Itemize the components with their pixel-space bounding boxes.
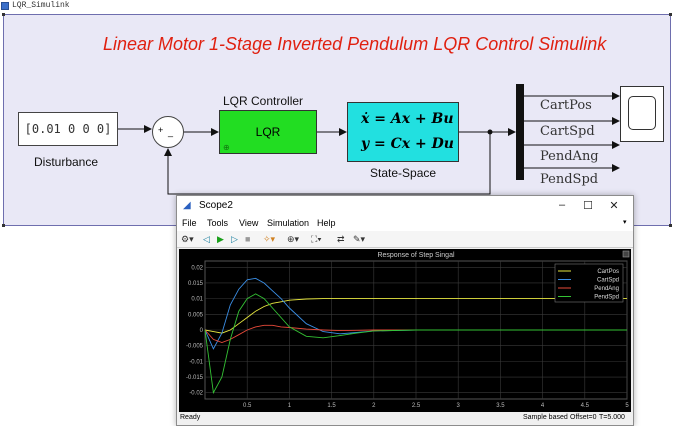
maximize-button[interactable]: ☐ bbox=[583, 200, 593, 212]
x-tick-label: 4.5 bbox=[581, 403, 590, 409]
legend-entry: PendSpd bbox=[594, 295, 619, 301]
y-tick-label: 0.01 bbox=[191, 297, 203, 303]
highlight-icon[interactable]: ✧▾ bbox=[263, 234, 276, 244]
scope-title-bar[interactable]: ◢ Scope2 – ☐ ✕ bbox=[177, 196, 633, 216]
response-chart: Response of Step Singal 0.5 1 1.5 2 2.5 3 3.5 4 4… bbox=[186, 250, 630, 409]
status-time: T=5.000 bbox=[599, 414, 625, 421]
scope-block[interactable] bbox=[620, 86, 664, 142]
menu-help[interactable]: Help bbox=[317, 218, 336, 228]
simulink-logo-icon bbox=[1, 2, 9, 10]
legend-entry: CartPos bbox=[597, 269, 619, 275]
link-icon: ⊕ bbox=[223, 143, 230, 152]
y-tick-label: 0.02 bbox=[191, 265, 203, 271]
scope-status-bar: Ready Sample based Offset=0 T=5.000 bbox=[177, 412, 633, 425]
state-equation: ẋ = Ax + Bu bbox=[361, 111, 454, 127]
stop-icon[interactable]: ■ bbox=[245, 234, 251, 244]
canvas-corner-handle[interactable] bbox=[2, 13, 5, 16]
legend-entry: PendAng bbox=[594, 286, 619, 292]
settings-gear-icon[interactable]: ⚙▾ bbox=[181, 234, 194, 244]
sum-sign-plus: + bbox=[158, 125, 164, 135]
scope-plot-area[interactable]: Response of Step Singal 0.5 1 1.5 2 2.5 3 3.5 4 4… bbox=[179, 249, 631, 412]
scope-window[interactable]: ◢ Scope2 – ☐ ✕ File Tools View Simulatio… bbox=[176, 195, 634, 426]
status-ready: Ready bbox=[180, 414, 201, 421]
sum-sign-minus: _ bbox=[168, 127, 174, 137]
legend-box[interactable] bbox=[554, 263, 624, 303]
x-tick-label: 3 bbox=[457, 403, 461, 409]
signal-label-pendspd: PendSpd bbox=[540, 172, 599, 187]
legend-entry: CartSpd bbox=[597, 278, 619, 284]
y-tick-label: -0.01 bbox=[189, 359, 203, 365]
y-tick-label: 0 bbox=[200, 328, 204, 334]
status-sample-mode: Sample based bbox=[523, 414, 568, 421]
series-line-pendspd bbox=[204, 293, 627, 395]
state-space-label: State-Space bbox=[370, 166, 437, 180]
cursor-measure-icon[interactable]: ⇄ bbox=[337, 234, 345, 244]
x-tick-label: 3.5 bbox=[496, 403, 505, 409]
scope-menu-bar: File Tools View Simulation Help ▾ bbox=[177, 216, 633, 231]
scope-screen-icon bbox=[628, 96, 656, 130]
step-forward-icon[interactable]: ▷ bbox=[231, 234, 238, 244]
series-line-cartpos bbox=[204, 298, 627, 334]
sum-block[interactable]: + _ bbox=[152, 116, 184, 148]
menu-tools[interactable]: Tools bbox=[207, 218, 229, 228]
plot-undock-button[interactable] bbox=[622, 250, 630, 258]
signal-label-cartspd: CartSpd bbox=[540, 124, 595, 139]
signal-label-pendang: PendAng bbox=[540, 149, 599, 164]
scope-app-icon: ◢ bbox=[183, 200, 191, 211]
y-tick-label: 0.005 bbox=[188, 312, 204, 318]
mux-block[interactable] bbox=[516, 84, 524, 180]
scope-window-title: Scope2 bbox=[199, 200, 233, 211]
state-space-block[interactable]: ẋ = Ax + Bu y = Cx + Du bbox=[347, 102, 459, 162]
run-icon[interactable]: ▶ bbox=[217, 234, 224, 244]
signal-label-cartpos: CartPos bbox=[540, 98, 592, 113]
x-tick-label: 5 bbox=[625, 403, 629, 409]
menu-collapse-icon[interactable]: ▾ bbox=[623, 219, 627, 226]
model-title: Linear Motor 1-Stage Inverted Pendulum L… bbox=[103, 34, 607, 54]
canvas-corner-handle[interactable] bbox=[669, 13, 672, 16]
x-tick-label: 1.5 bbox=[327, 403, 336, 409]
canvas-corner-handle[interactable] bbox=[2, 224, 5, 227]
app-title-bar: LQR_Simulink bbox=[0, 0, 675, 12]
canvas-corner-handle[interactable] bbox=[669, 224, 672, 227]
minimize-button[interactable]: – bbox=[558, 199, 566, 211]
x-tick-label: 2.5 bbox=[412, 403, 421, 409]
x-tick-label: 2 bbox=[372, 403, 376, 409]
close-button[interactable]: ✕ bbox=[609, 200, 619, 212]
scope-toolbar: ⚙▾ ◁ ▶ ▷ ■ ✧▾ ⊕▾ ⛶▾ ⇄ ✎▾ bbox=[177, 231, 633, 248]
y-tick-label: -0.005 bbox=[186, 344, 204, 350]
disturbance-constant-block[interactable]: [0.01 0 0 0] bbox=[18, 112, 118, 146]
lqr-gain-block[interactable]: LQR ⊕ bbox=[219, 110, 317, 154]
x-tick-label: 0.5 bbox=[243, 403, 252, 409]
output-equation: y = Cx + Du bbox=[361, 136, 454, 152]
menu-simulation[interactable]: Simulation bbox=[267, 218, 310, 228]
chart-title: Response of Step Singal bbox=[377, 252, 454, 259]
autoscale-icon[interactable]: ⛶▾ bbox=[311, 234, 322, 244]
menu-file[interactable]: File bbox=[182, 218, 197, 228]
style-edit-icon[interactable]: ✎▾ bbox=[353, 234, 366, 244]
status-offset: Offset=0 bbox=[570, 414, 597, 421]
x-tick-label: 4 bbox=[541, 403, 545, 409]
y-tick-label: -0.02 bbox=[189, 391, 203, 397]
menu-view[interactable]: View bbox=[239, 218, 259, 228]
controller-title: LQR Controller bbox=[223, 94, 304, 108]
step-back-icon[interactable]: ◁ bbox=[203, 234, 210, 244]
y-tick-label: -0.015 bbox=[186, 375, 204, 381]
disturbance-label: Disturbance bbox=[34, 155, 99, 169]
lqr-block-label: LQR bbox=[255, 125, 281, 139]
zoom-icon[interactable]: ⊕▾ bbox=[287, 234, 300, 244]
y-tick-label: 0.015 bbox=[188, 281, 204, 287]
x-tick-label: 1 bbox=[288, 403, 292, 409]
app-title: LQR_Simulink bbox=[12, 1, 70, 10]
